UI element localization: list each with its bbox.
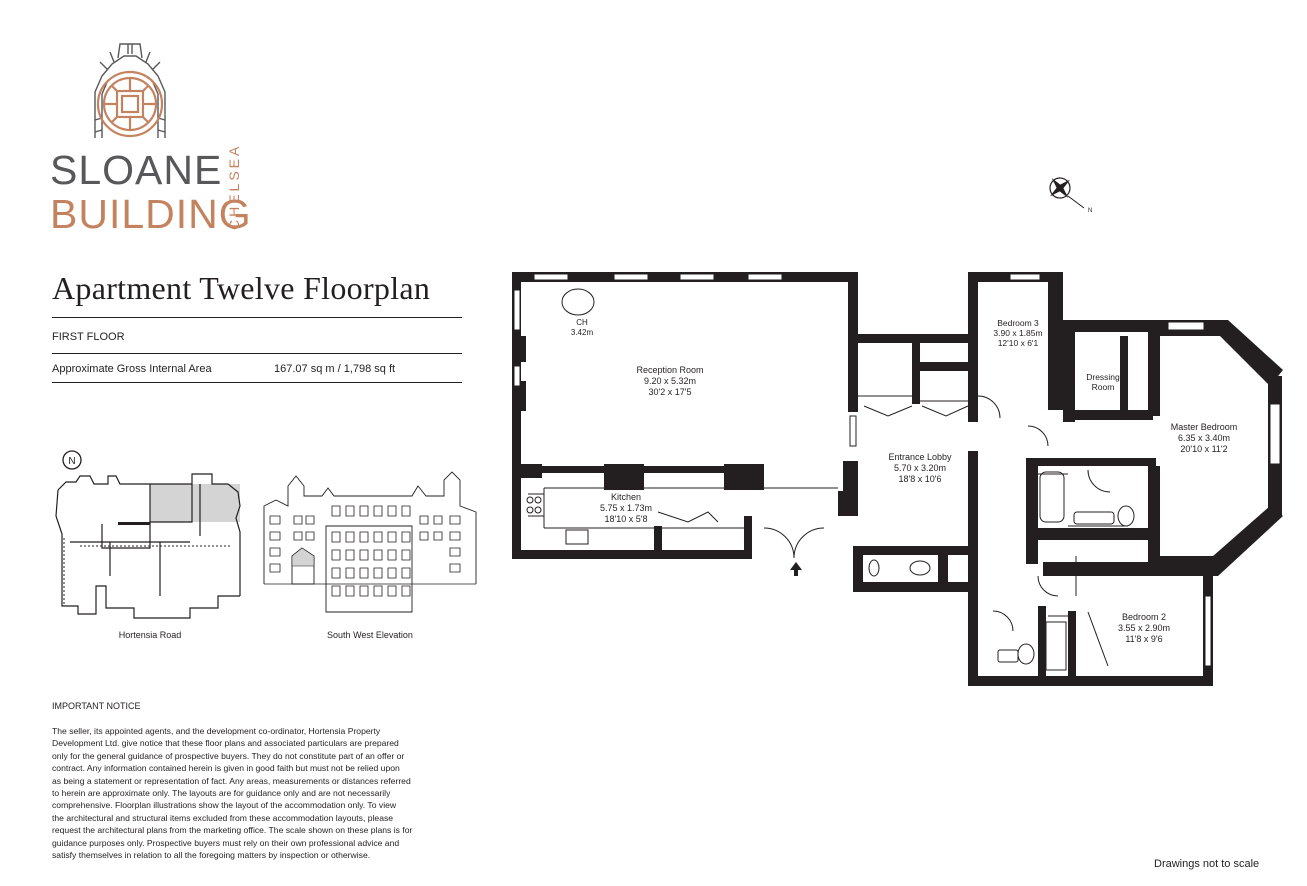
ceiling-height-value: 3.42m <box>570 328 594 337</box>
room-name: Entrance Lobby <box>888 452 952 462</box>
room-name: Kitchen <box>610 492 642 502</box>
floor-plan <box>512 272 1283 686</box>
room-name: Bedroom 3 <box>997 318 1039 328</box>
room-kitchen: Kitchen 5.75 x 1.73m 18'10 x 5'8 <box>556 492 696 525</box>
notice-heading: IMPORTANT NOTICE <box>52 701 141 711</box>
room-metric: 5.70 x 3.20m <box>893 463 947 473</box>
svg-text:N: N <box>68 456 75 467</box>
elevation-thumbnail <box>263 471 477 613</box>
room-master-bedroom: Master Bedroom 6.35 x 3.40m 20'10 x 11'2 <box>1144 422 1264 455</box>
room-imperial: 18'10 x 5'8 <box>604 514 648 524</box>
notice-line: contract. Any information contained here… <box>52 763 400 774</box>
site-plan-caption: Hortensia Road <box>118 630 182 640</box>
room-imperial: 12'10 x 6'1 <box>997 338 1039 348</box>
room-imperial: 11'8 x 9'6 <box>1125 634 1163 644</box>
ceiling-height-label: CH 3.42m <box>562 318 602 338</box>
room-metric: 3.55 x 2.90m <box>1117 623 1171 633</box>
north-icon: N <box>62 450 82 470</box>
notice-line: comprehensive. Floorplan illustrations s… <box>52 800 397 811</box>
svg-text:N: N <box>1088 208 1092 214</box>
room-imperial: 30'2 x 17'5 <box>648 387 692 397</box>
site-plan-thumbnail: N <box>55 450 241 619</box>
room-metric: 3.90 x 1.85m <box>993 328 1043 338</box>
notice-line: Development Ltd. give notice that these … <box>52 738 399 749</box>
notice-text: The seller, its appointed agents, and th… <box>52 725 482 861</box>
brand-name-line1: SLOANE <box>50 147 223 193</box>
notice-line: the architectural and structural items e… <box>52 812 394 823</box>
notice-line: guidance purposes only. Prospective buye… <box>52 837 400 848</box>
area-value: 167.07 sq m / 1,798 sq ft <box>274 363 396 375</box>
room-metric: 6.35 x 3.40m <box>1177 433 1231 443</box>
elevation-caption: South West Elevation <box>327 630 413 640</box>
room-imperial: 18'8 x 10'6 <box>898 474 942 484</box>
notice-line: only for the general guidance of prospec… <box>52 750 405 761</box>
room-name: Master Bedroom <box>1170 422 1238 432</box>
room-name: Reception Room <box>636 365 704 375</box>
north-compass-icon: N <box>1049 177 1092 214</box>
room-reception: Reception Room 9.20 x 5.32m 30'2 x 17'5 <box>600 365 740 398</box>
room-imperial: 20'10 x 11'2 <box>1180 444 1228 454</box>
room-entrance-lobby: Entrance Lobby 5.70 x 3.20m 18'8 x 10'6 <box>850 452 990 485</box>
ceiling-height-title: CH <box>576 318 588 327</box>
notice-line: as being a statement or representation o… <box>52 775 411 786</box>
notice-line: satisfy themselves in relation to all th… <box>52 850 371 861</box>
room-bedroom-3: Bedroom 3 3.90 x 1.85m 12'10 x 6'1 <box>978 318 1058 348</box>
area-label: Approximate Gross Internal Area <box>52 363 212 375</box>
logo-window-icon <box>94 43 166 138</box>
notice-line: to herein are approximate only. The layo… <box>52 788 391 799</box>
room-dressing: Dressing Room <box>1086 372 1120 392</box>
room-metric: 9.20 x 5.32m <box>643 376 697 386</box>
page-title: Apartment Twelve Floorplan <box>52 270 431 306</box>
brand-location: CHELSEA <box>226 143 242 230</box>
notice-line: The seller, its appointed agents, and th… <box>52 726 381 736</box>
brand-name-line2: BUILDING <box>50 191 252 237</box>
room-metric: 5.75 x 1.73m <box>599 503 653 513</box>
scale-disclaimer: Drawings not to scale <box>1154 858 1260 870</box>
entrance-arrow-icon <box>790 562 802 576</box>
divider <box>52 382 462 383</box>
room-bedroom-2: Bedroom 2 3.55 x 2.90m 11'8 x 9'6 <box>1094 612 1194 645</box>
divider <box>52 317 462 318</box>
floor-label: FIRST FLOOR <box>52 331 125 343</box>
notice-line: request the architectural plans from the… <box>52 825 413 836</box>
room-name: Bedroom 2 <box>1121 612 1167 622</box>
divider <box>52 353 462 354</box>
